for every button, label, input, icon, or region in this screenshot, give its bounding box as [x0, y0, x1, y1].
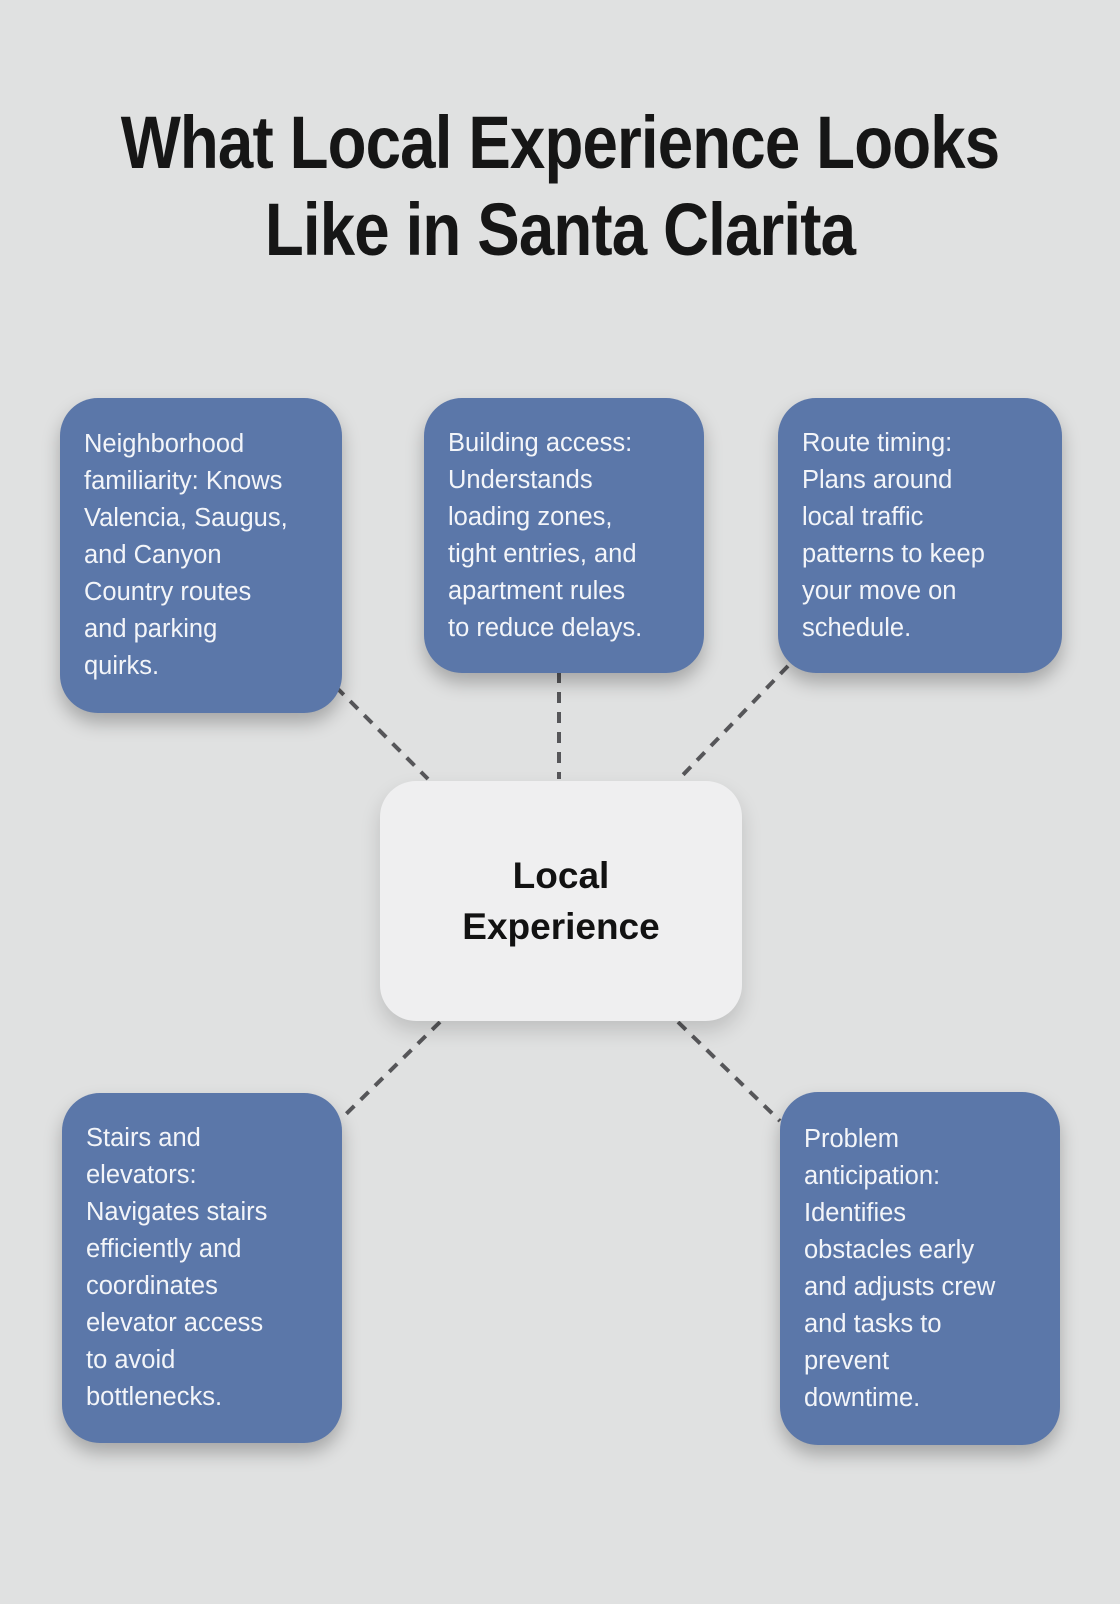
node-neighborhood-familiarity: Neighborhood familiarity: Knows Valencia… — [60, 398, 342, 713]
node-text-building-access: Building access: Understands loading zon… — [448, 428, 643, 642]
node-problem-anticipation: Problem anticipation: Identifies obstacl… — [780, 1092, 1060, 1445]
node-text-route-timing: Route timing: Plans around local traffic… — [802, 428, 985, 642]
connector-stairs-elevators-line — [341, 1020, 442, 1119]
node-text-neighborhood-familiarity: Neighborhood familiarity: Knows Valencia… — [84, 430, 288, 680]
center-node: Local Experience — [380, 781, 742, 1021]
node-stairs-elevators: Stairs and elevators: Navigates stairs e… — [62, 1093, 342, 1443]
node-text-problem-anticipation: Problem anticipation: Identifies obstacl… — [804, 1124, 996, 1412]
connector-route-timing-line — [677, 664, 790, 781]
page-title: What Local Experience Looks Like in Sant… — [120, 101, 1000, 271]
center-node-label: Local Experience — [462, 855, 660, 947]
connector-neighborhood-line — [334, 685, 430, 781]
node-building-access: Building access: Understands loading zon… — [424, 398, 704, 673]
connector-problem-anticipation-line — [676, 1020, 782, 1123]
node-text-stairs-elevators: Stairs and elevators: Navigates stairs e… — [86, 1124, 268, 1411]
node-route-timing: Route timing: Plans around local traffic… — [778, 398, 1062, 673]
